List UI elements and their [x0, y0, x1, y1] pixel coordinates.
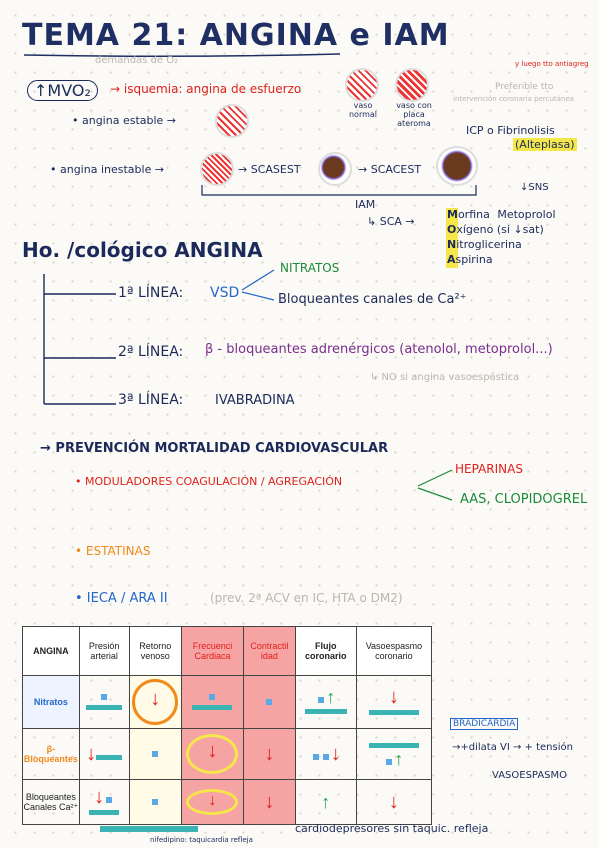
ieca-note: (prev. 2ª ACV en IC, HTA o DM2) — [210, 591, 403, 605]
cell: ↑ — [294, 675, 357, 729]
cell: ↓ — [78, 728, 130, 780]
cell: ↓ — [355, 675, 433, 729]
moduladores-label: • MODULADORES COAGULACIÓN / AGREGACIÓN — [75, 475, 343, 488]
cell: ↓ — [78, 779, 130, 825]
farmaco-tree-lines — [43, 274, 116, 405]
vaso-normal-label: vaso normal — [348, 101, 378, 119]
mvo2-label: ↑MVO₂ — [27, 80, 98, 101]
iam-label: IAM — [355, 198, 376, 211]
scacest-vessel-icon — [436, 146, 478, 186]
estatinas-label: • ESTATINAS — [75, 544, 151, 558]
prevencion-heading: → PREVENCIÓN MORTALIDAD CARDIOVASCULAR — [40, 441, 389, 456]
linea2-label: 2ª LÍNEA: — [118, 344, 184, 360]
cell — [78, 675, 130, 729]
demandas-note: demandas de O₂ — [95, 55, 179, 66]
cell — [180, 675, 245, 729]
icp-label: ICP o Fibrinolisis — [466, 124, 555, 137]
table-header-angina: ANGINA — [22, 626, 80, 676]
sns-label: ↓SNS — [520, 182, 549, 193]
cell — [128, 779, 182, 825]
scasest-vessel-icon — [318, 152, 352, 186]
dilata-note: →+dilata VI → + tensión — [452, 742, 573, 753]
mona-item-m: Morfina Metoprolol — [447, 208, 556, 221]
row-label-nitratos: Nitratos — [22, 675, 80, 729]
mona-item-o: Oxígeno (si ↓sat) — [447, 223, 544, 236]
table-header-retorno: Retorno venoso — [128, 626, 182, 676]
nitratos-label: NITRATOS — [280, 261, 340, 275]
cell — [243, 675, 296, 729]
linea1-label: 1ª LÍNEA: — [118, 285, 184, 301]
moduladores-branch-arrows — [417, 469, 453, 501]
heparinas-label: HEPARINAS — [455, 462, 523, 476]
nifedipino-note: nifedipino: taquicardia refleja — [150, 836, 253, 844]
cell: ↓ — [180, 779, 245, 825]
vaso-placa-icon — [395, 68, 429, 102]
angina-estable-label: • angina estable → — [72, 114, 177, 127]
row-label-beta: β-Bloqueantes — [22, 728, 80, 780]
table-bottom-bar — [100, 826, 198, 832]
angina-table: ANGINA Presión arterial Retorno venoso F… — [22, 626, 433, 825]
cardiodepresores-note: cardiodepresores sin taquic. refleja — [295, 822, 489, 835]
angina-inestable-vessel-icon — [200, 152, 234, 186]
cell: ↑ — [294, 779, 357, 825]
cell: ↑ — [355, 728, 433, 780]
luego-antiag-note: y luego tto antiagreg — [515, 60, 589, 68]
vsd-label: VSD — [210, 285, 240, 301]
table-row: β-Bloqueantes ↓ ↓ ↓ ↓ ↑ — [22, 728, 433, 780]
bradicardia-note: BRADICARDIA — [450, 718, 519, 730]
table-header-flujo: Flujo coronario — [294, 626, 357, 676]
no-vasoespastica-note: ↳ NO si angina vasoespástica — [370, 372, 520, 383]
bloq-calcio-label: Bloqueantes canales de Ca²⁺ — [278, 292, 467, 307]
ivabradina-label: IVABRADINA — [215, 393, 295, 408]
vaso-normal-icon — [345, 68, 379, 102]
page-title: TEMA 21: ANGINA e IAM — [22, 18, 450, 53]
vaso-placa-label: vaso con placa ateroma — [396, 101, 432, 128]
vsd-branch-arrows — [241, 269, 275, 301]
farmaco-heading: Ho. /cológico ANGINA — [22, 238, 263, 262]
linea3-label: 3ª LÍNEA: — [118, 392, 184, 408]
angina-inestable-label: • angina inestable → — [50, 163, 165, 176]
scacest-label: → SCACEST — [358, 163, 422, 176]
table-row: Nitratos ↓ ↑ ↓ — [22, 675, 433, 729]
mona-item-a: Aspirina — [447, 253, 493, 266]
ieca-label: • IECA / ARA II — [75, 591, 168, 606]
row-label-calcio: Bloqueantes Canales Ca²⁺ — [22, 779, 80, 825]
cell: ↓ — [128, 675, 182, 729]
sca-label: ↳ SCA → — [367, 215, 415, 228]
isquemia-text: → isquemia: angina de esfuerzo — [110, 82, 302, 96]
table-row: Bloqueantes Canales Ca²⁺ ↓ ↓ ↓ ↑ ↓ — [22, 779, 433, 825]
aas-label: AAS, CLOPIDOGREL — [460, 492, 588, 507]
table-header-presion: Presión arterial — [78, 626, 130, 676]
table-header-frecuencia: Frecuenci Cardiaca — [180, 626, 245, 676]
mona-item-n: Nitroglicerina — [447, 238, 522, 251]
title-underline — [23, 53, 341, 58]
mona-highlight — [446, 208, 458, 268]
beta-label: β - bloqueantes adrenérgicos (atenolol, … — [205, 342, 553, 357]
table-header-vasoespasmo: Vasoespasmo coronario — [355, 626, 433, 676]
iam-bracket — [201, 185, 477, 196]
cell: ↓ — [243, 779, 296, 825]
cell: ↓ — [294, 728, 357, 780]
cell: ↓ — [243, 728, 296, 780]
alteplasa-label: (Alteplasa) — [513, 138, 577, 151]
angina-estable-vessel-icon — [215, 104, 249, 138]
vasoespasmo-note: VASOESPASMO — [492, 770, 568, 781]
cell — [128, 728, 182, 780]
scasest-label: → SCASEST — [238, 163, 301, 176]
cell: ↓ — [180, 728, 245, 780]
mona-list: Morfina Metoprolol Oxígeno (si ↓sat) Nit… — [447, 207, 556, 267]
table-header-contractilidad: Contractil idad — [243, 626, 296, 676]
cell: ↓ — [355, 779, 433, 825]
preferible-note: Preferible tto — [495, 82, 554, 92]
intervencion-note: intervención coronaria percutánea — [453, 95, 574, 103]
